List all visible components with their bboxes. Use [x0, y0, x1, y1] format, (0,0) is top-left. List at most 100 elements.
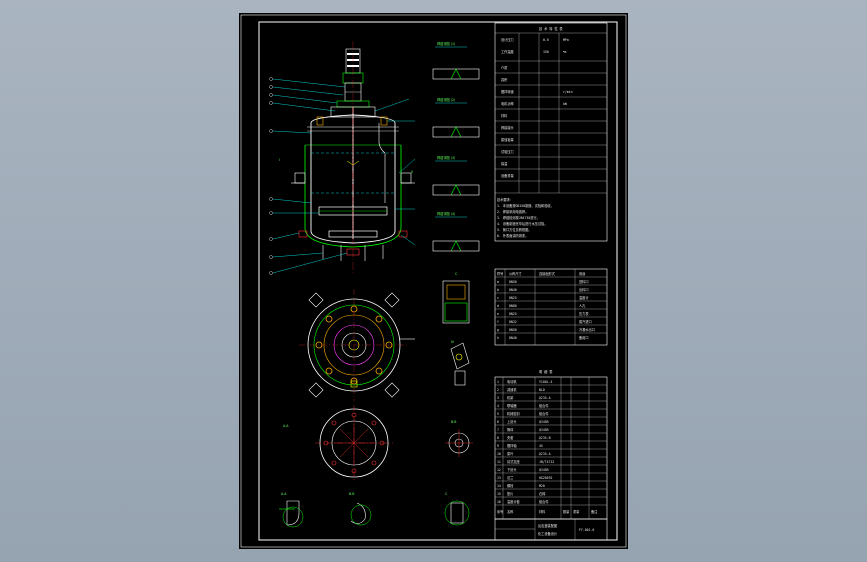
view-label-c: C [455, 272, 458, 276]
svg-text:Q235-A: Q235-A [539, 396, 551, 400]
svg-text:DN50: DN50 [509, 328, 517, 332]
parts-table-title: 明 细 表 [539, 369, 553, 374]
svg-text:JB/T4712: JB/T4712 [539, 460, 554, 464]
flange-view [315, 405, 393, 481]
svg-text:耳式支座: 耳式支座 [507, 459, 521, 464]
detail-label-3: III [451, 340, 454, 344]
svg-text:压力表: 压力表 [579, 311, 589, 316]
svg-text:焊缝详图 (3): 焊缝详图 (3) [437, 155, 455, 160]
svg-text:℃: ℃ [563, 50, 567, 54]
svg-text:连接面形式: 连接面形式 [539, 271, 556, 276]
svg-text:12: 12 [497, 468, 501, 472]
svg-text:备用口: 备用口 [579, 335, 589, 340]
svg-text:材料: 材料 [539, 509, 546, 514]
svg-text:f: f [497, 320, 499, 324]
svg-text:MPa: MPa [563, 38, 569, 42]
svg-text:2. 焊接采用电弧焊。: 2. 焊接采用电弧焊。 [497, 209, 528, 214]
svg-text:r/min: r/min [563, 90, 573, 94]
svg-text:HG20592: HG20592 [539, 476, 553, 480]
svg-text:11: 11 [497, 460, 501, 464]
svg-text:桨叶: 桨叶 [507, 451, 514, 456]
svg-text:用途: 用途 [579, 271, 586, 276]
svg-text:减速机: 减速机 [507, 387, 517, 392]
detail-label-2: II [411, 170, 413, 174]
svg-text:公称尺寸: 公称尺寸 [509, 271, 523, 276]
title-block-company: 化工设备设计 [538, 531, 558, 536]
svg-text:Q235-A: Q235-A [539, 452, 551, 456]
svg-text:组合件: 组合件 [539, 403, 549, 408]
svg-text:试验压力: 试验压力 [501, 149, 514, 154]
svg-text:10: 10 [497, 452, 501, 456]
leader-lines [272, 78, 416, 274]
svg-text:保温: 保温 [501, 161, 508, 166]
svg-text:法兰: 法兰 [507, 475, 513, 480]
svg-text:焊缝详图 (1): 焊缝详图 (1) [437, 41, 455, 46]
svg-text:A-A: A-A [281, 492, 287, 496]
vessel-plan-view [299, 289, 415, 401]
svg-text:符号: 符号 [497, 271, 503, 276]
svg-text:材料: 材料 [501, 113, 508, 118]
svg-text:Q345R: Q345R [539, 468, 549, 472]
svg-text:石棉: 石棉 [539, 491, 545, 496]
svg-text:备注: 备注 [591, 509, 598, 514]
svg-text:焊缝详图 (4): 焊缝详图 (4) [437, 211, 455, 216]
svg-text:g: g [497, 328, 499, 332]
weld-details: 焊缝详图 (1) 焊缝详图 (2) 焊缝详图 (3) 焊缝详图 (4) [432, 41, 480, 457]
title-block: 反应釜装配图 化工设备设计 FY-001-0 [494, 518, 608, 541]
svg-text:b: b [497, 288, 499, 292]
svg-text:下封头: 下封头 [507, 467, 517, 472]
title-block-name: 反应釜装配图 [538, 523, 557, 528]
svg-text:DN50: DN50 [509, 280, 517, 284]
svg-text:组合件: 组合件 [539, 411, 549, 416]
svg-text:kW: kW [563, 102, 567, 106]
svg-text:Q345R: Q345R [539, 428, 549, 432]
svg-text:搅拌轴: 搅拌轴 [507, 443, 517, 448]
svg-text:1: 1 [497, 380, 499, 384]
svg-text:名称: 名称 [507, 509, 514, 514]
svg-text:DN25: DN25 [509, 312, 517, 316]
vessel-front-view [291, 41, 415, 275]
svg-text:组合件: 组合件 [539, 499, 549, 504]
inner-frame [258, 21, 618, 541]
svg-text:e: e [497, 312, 499, 316]
svg-text:d: d [497, 304, 499, 308]
svg-text:M20: M20 [539, 484, 545, 488]
svg-text:设备重量: 设备重量 [501, 173, 515, 178]
svg-text:夹套: 夹套 [507, 435, 514, 440]
svg-text:电动机: 电动机 [507, 379, 517, 384]
svg-text:序号: 序号 [497, 509, 503, 514]
svg-text:垫片: 垫片 [507, 491, 513, 496]
svg-text:焊缝详图 (2): 焊缝详图 (2) [437, 97, 455, 102]
svg-text:8: 8 [497, 436, 499, 440]
svg-text:C: C [445, 492, 448, 496]
svg-text:容积: 容积 [501, 77, 508, 82]
svg-text:技术要求:: 技术要求: [497, 197, 512, 202]
svg-text:Q235-B: Q235-B [539, 436, 551, 440]
svg-text:数量: 数量 [563, 509, 570, 514]
svg-text:机械密封: 机械密封 [507, 411, 521, 416]
svg-text:温度计: 温度计 [579, 295, 589, 300]
svg-text:150: 150 [543, 50, 549, 54]
svg-text:进料口: 进料口 [579, 279, 589, 284]
svg-text:筒体: 筒体 [507, 427, 514, 432]
svg-text:冷凝水出口: 冷凝水出口 [579, 327, 595, 332]
svg-text:BLD: BLD [539, 388, 545, 392]
svg-text:6. 外表面涂防锈漆。: 6. 外表面涂防锈漆。 [497, 233, 528, 238]
svg-text:DN40: DN40 [509, 288, 517, 292]
svg-text:介质: 介质 [501, 65, 508, 70]
svg-text:3: 3 [497, 396, 499, 400]
svg-text:h: h [497, 336, 499, 340]
svg-text:45: 45 [539, 444, 543, 448]
svg-text:机架: 机架 [507, 395, 514, 400]
svg-text:3. 焊缝检测按JB4730进行。: 3. 焊缝检测按JB4730进行。 [497, 215, 540, 220]
svg-text:上封头: 上封头 [507, 419, 517, 424]
svg-text:4: 4 [497, 404, 499, 408]
svg-text:DN25: DN25 [509, 296, 517, 300]
svg-text:DN80: DN80 [509, 304, 517, 308]
svg-text:重量: 重量 [573, 509, 580, 514]
svg-text:DN32: DN32 [509, 320, 517, 324]
svg-text:人孔: 人孔 [579, 303, 586, 308]
svg-text:搅拌转速: 搅拌转速 [501, 89, 515, 94]
